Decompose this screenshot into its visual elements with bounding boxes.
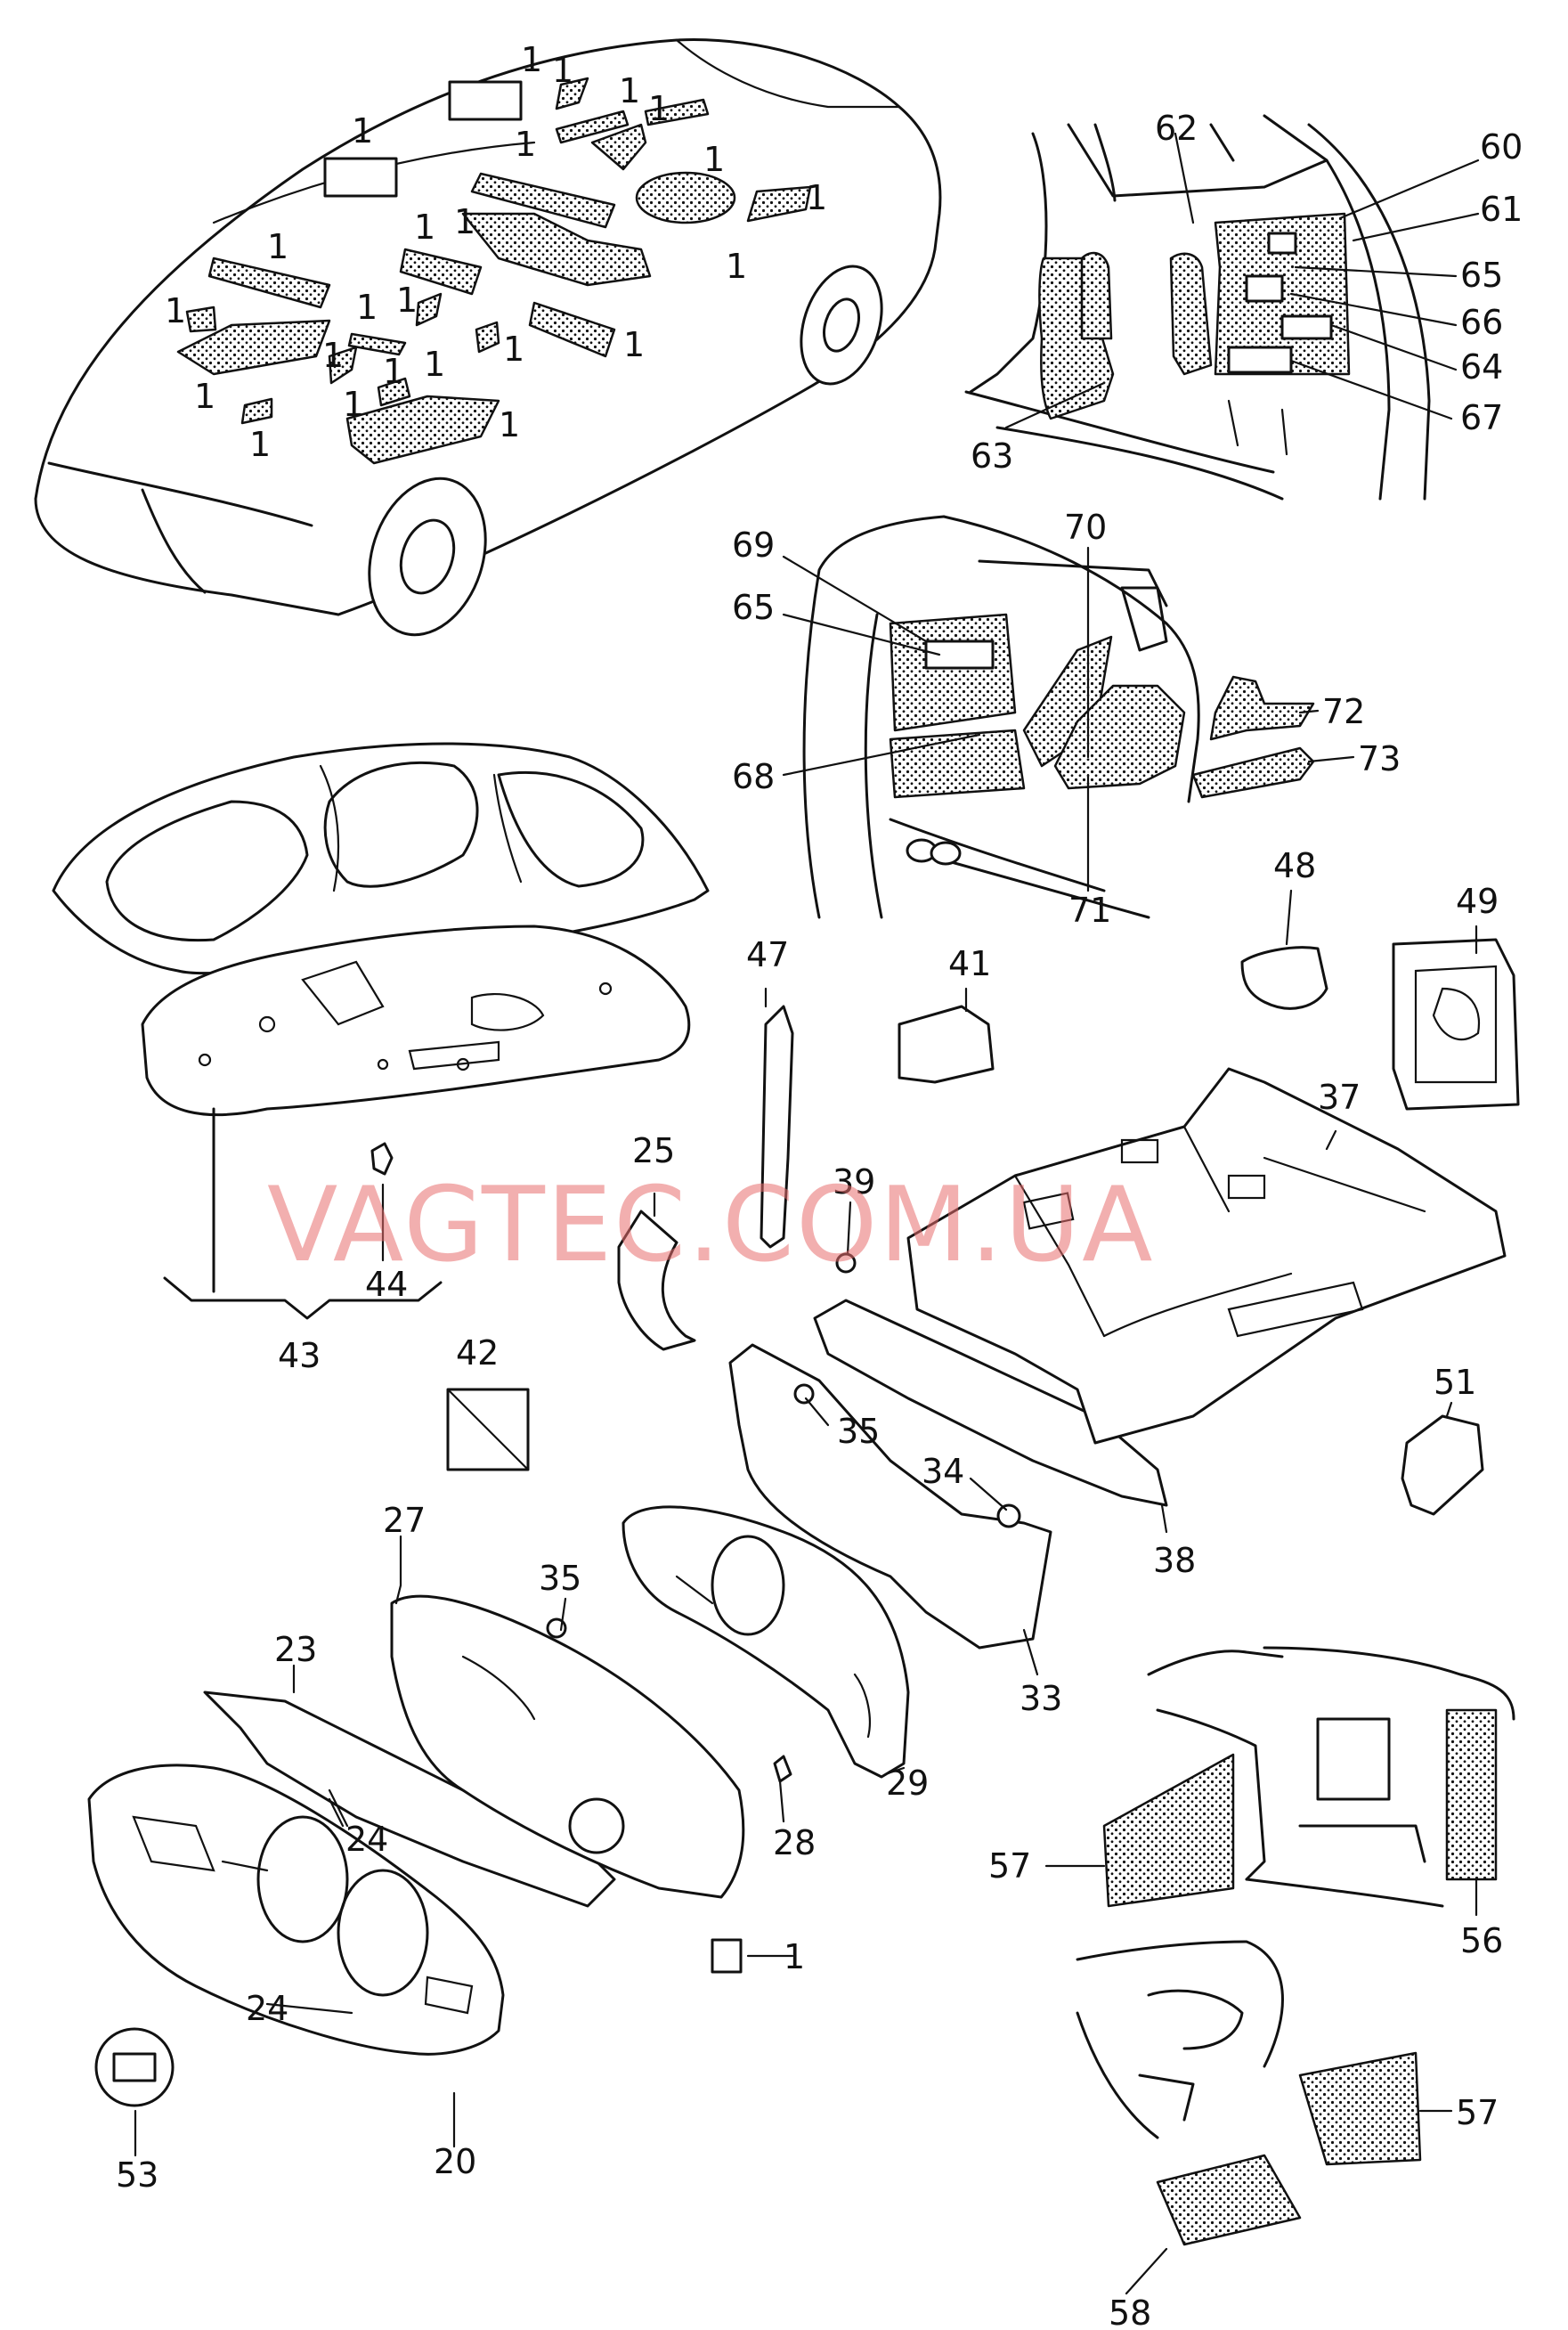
callout-64: 64: [1460, 347, 1503, 387]
center-parts: [446, 1005, 1168, 1779]
callout-48: 48: [1273, 846, 1316, 885]
callout-49: 49: [1456, 882, 1499, 921]
floor-pan: [906, 938, 1520, 1516]
callout-28: 28: [773, 1823, 816, 1862]
callout-20: 20: [434, 2142, 476, 2181]
callout-43: 43: [278, 1336, 321, 1375]
callout-42: 42: [456, 1333, 499, 1373]
callout-56: 56: [1460, 1921, 1503, 1960]
callout-34: 34: [922, 1452, 964, 1491]
callout-72: 72: [1322, 692, 1365, 731]
callout-70: 70: [1064, 508, 1107, 547]
callout-51: 51: [1434, 1363, 1476, 1402]
callout-1: 1: [623, 325, 645, 364]
callout-53: 53: [116, 2155, 158, 2195]
callout-23: 23: [274, 1630, 317, 1669]
callout-1: 1: [499, 405, 520, 444]
callout-61: 61: [1480, 190, 1523, 229]
callout-67: 67: [1460, 398, 1503, 437]
callout-24: 24: [345, 1820, 388, 1859]
callout-1: 1: [648, 89, 670, 128]
callout-60: 60: [1480, 127, 1523, 167]
callout-29: 29: [886, 1764, 929, 1803]
callout-1: 1: [619, 71, 640, 110]
watermark: VAGTEC.COM.UA: [267, 1165, 1155, 1285]
callout-37: 37: [1318, 1078, 1361, 1117]
callout-62: 62: [1155, 109, 1198, 148]
callout-57: 57: [1456, 2093, 1499, 2132]
callout-35: 35: [837, 1412, 880, 1451]
cabin-rear-view: [802, 515, 1315, 919]
callout-1: 1: [454, 202, 475, 241]
leader-lines: [134, 132, 1480, 2295]
callout-1: 1: [356, 288, 378, 327]
wheel-arch-panels: [1076, 1646, 1515, 2246]
callout-58: 58: [1109, 2293, 1151, 2330]
callout-35: 35: [539, 1559, 581, 1598]
callout-1: 1: [414, 208, 435, 247]
callout-1: 1: [515, 125, 536, 164]
firewall-parts: [87, 1594, 792, 2107]
callout-1: 1: [383, 352, 404, 391]
callout-44: 44: [365, 1265, 408, 1304]
callout-71: 71: [1068, 891, 1111, 930]
callout-68: 68: [732, 757, 775, 796]
callout-38: 38: [1153, 1541, 1196, 1580]
callout-1: 1: [703, 140, 725, 179]
callout-1: 1: [806, 178, 827, 217]
callout-1: 1: [552, 51, 573, 90]
callout-1: 1: [424, 345, 445, 384]
callout-57: 57: [988, 1846, 1031, 1886]
callout-1: 1: [352, 111, 373, 151]
car-overview: [34, 38, 942, 637]
callout-65: 65: [1460, 256, 1503, 295]
callout-27: 27: [383, 1501, 426, 1540]
callout-1: 1: [343, 385, 364, 424]
callout-1: 1: [194, 377, 215, 416]
callout-39: 39: [833, 1162, 875, 1202]
callout-24: 24: [246, 1989, 288, 2028]
callout-1: 1: [249, 425, 271, 464]
callout-47: 47: [746, 935, 789, 974]
callout-1: 1: [165, 291, 186, 330]
callout-1: 1: [396, 281, 418, 320]
callout-1: 1: [521, 40, 542, 79]
hood-assembly: [52, 742, 710, 1320]
callout-73: 73: [1358, 739, 1401, 778]
callout-1: 1: [726, 247, 747, 286]
callout-41: 41: [948, 944, 991, 983]
callout-69: 69: [732, 525, 775, 565]
callout-63: 63: [971, 436, 1013, 476]
callout-1: 1: [503, 330, 524, 369]
callout-1: 1: [267, 227, 288, 266]
callout-33: 33: [1020, 1679, 1062, 1718]
trunk-view: [964, 114, 1431, 501]
callout-1: 1: [784, 1937, 805, 1976]
callout-65: 65: [732, 588, 775, 627]
callout-1: 1: [322, 336, 344, 375]
callout-labels: 1 1 1 1 1 1 1 1 1 1 1 1 1 1 1 1 1 1 1 1 …: [116, 40, 1523, 2330]
callout-25: 25: [632, 1131, 675, 1170]
callout-66: 66: [1460, 303, 1503, 342]
